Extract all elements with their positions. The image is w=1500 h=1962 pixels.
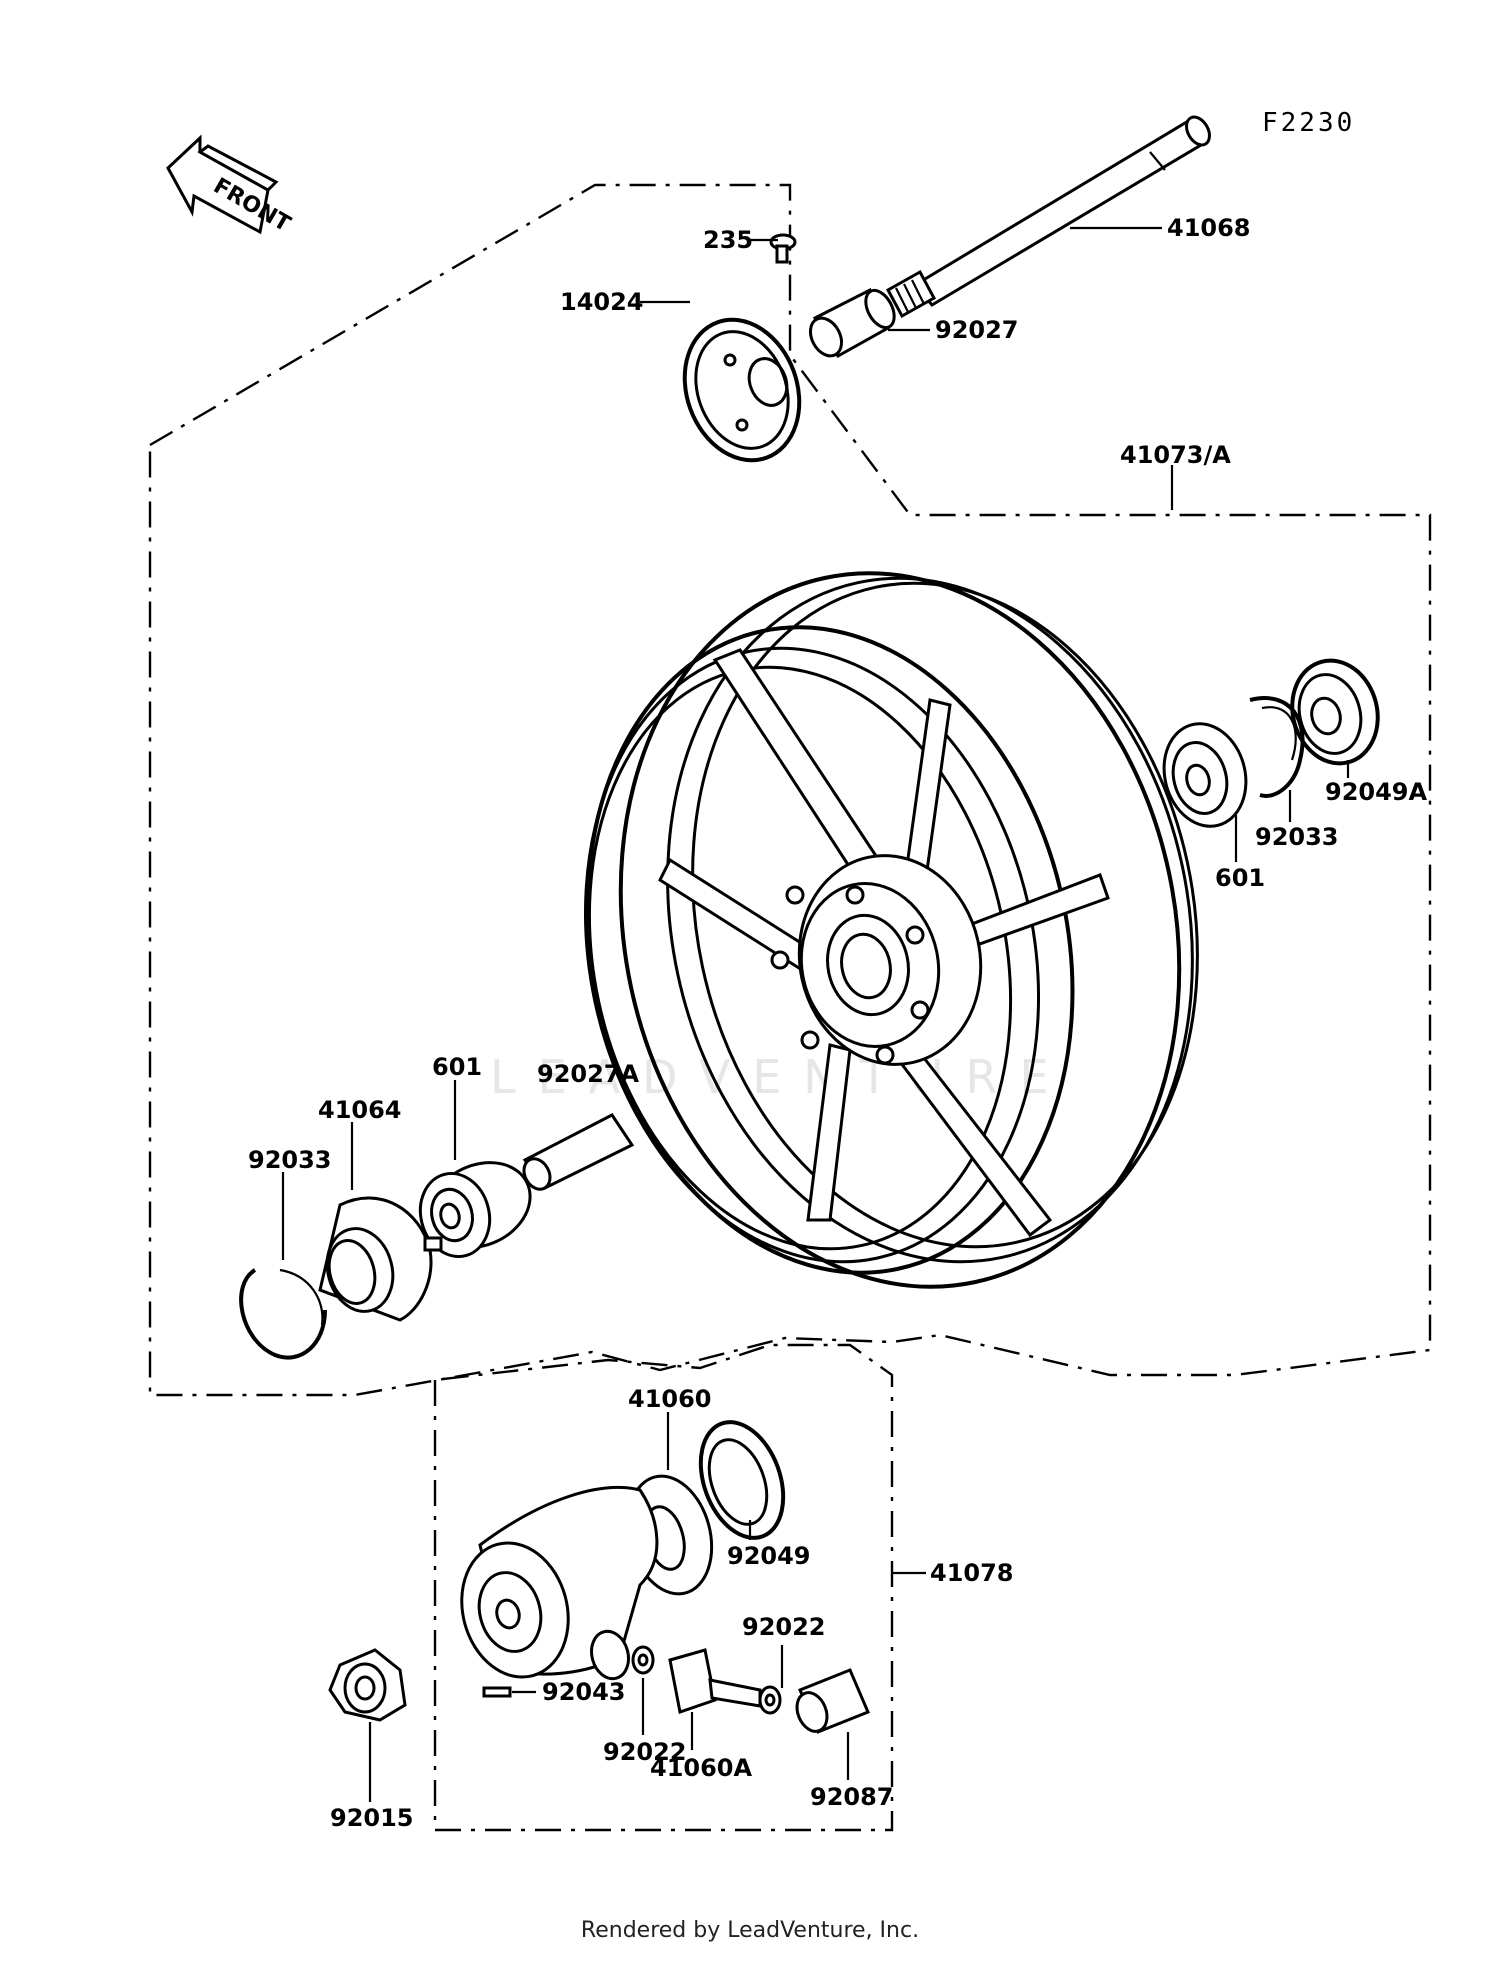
washer-92022-right [758, 1685, 782, 1715]
gear-housing-41078 [460, 1486, 659, 1681]
watermark-text: LEADVENTURE [490, 1050, 1071, 1104]
label-92022-bottom: 92022 [603, 1738, 687, 1766]
part-labels: 41068 235 14024 92027 41073/A 92049A 920… [248, 214, 1427, 1832]
label-92087: 92087 [810, 1783, 894, 1811]
label-92022-top: 92022 [742, 1613, 826, 1641]
diagram-code: F2230 [1262, 108, 1356, 138]
label-41073A: 41073/A [1120, 441, 1231, 469]
pin-92043 [482, 1686, 512, 1698]
screw-235 [769, 233, 797, 264]
front-arrow-icon: FRONT [166, 134, 294, 237]
axle-41068 [885, 115, 1211, 319]
label-92049A: 92049A [1325, 778, 1427, 806]
footer-credit: Rendered by LeadVenture, Inc. [580, 1918, 920, 1943]
spacer-92027A [522, 1113, 635, 1191]
label-41078: 41078 [930, 1559, 1014, 1587]
label-41060: 41060 [628, 1385, 712, 1413]
label-41060A: 41060A [650, 1754, 752, 1782]
circlip-92033-right [1249, 696, 1305, 798]
label-92015: 92015 [330, 1804, 414, 1832]
oil-seal-92049A [1290, 658, 1380, 766]
label-92033-right: 92033 [1255, 823, 1339, 851]
label-41064: 41064 [318, 1096, 402, 1124]
wheel-41073 [583, 571, 1199, 1289]
nut-92015 [328, 1648, 407, 1722]
oil-seal-92049 [698, 1420, 786, 1540]
collar-92027 [808, 287, 896, 359]
plate-41064 [318, 1196, 443, 1322]
cover-14024 [682, 317, 802, 463]
label-92049: 92049 [727, 1542, 811, 1570]
hub-assembly-boundary [433, 1343, 894, 1832]
label-235: 235 [703, 226, 753, 254]
label-92027: 92027 [935, 316, 1019, 344]
label-41068: 41068 [1167, 214, 1251, 242]
gear-41060A [668, 1648, 762, 1714]
label-92033-left: 92033 [248, 1146, 332, 1174]
bushing-92087 [795, 1668, 870, 1734]
label-601-left: 601 [432, 1053, 482, 1081]
circlip-92033-left [239, 1268, 327, 1360]
bearing-601-right [1162, 722, 1248, 828]
label-601-right: 601 [1215, 864, 1265, 892]
bearing-601-left [418, 1161, 532, 1259]
label-92027A: 92027A [537, 1060, 639, 1088]
label-92043: 92043 [542, 1678, 626, 1706]
washer-92022-left [631, 1645, 655, 1675]
leader-lines [281, 226, 1350, 1802]
wheel-assembly-boundary [148, 183, 1432, 1397]
label-14024: 14024 [560, 288, 644, 316]
